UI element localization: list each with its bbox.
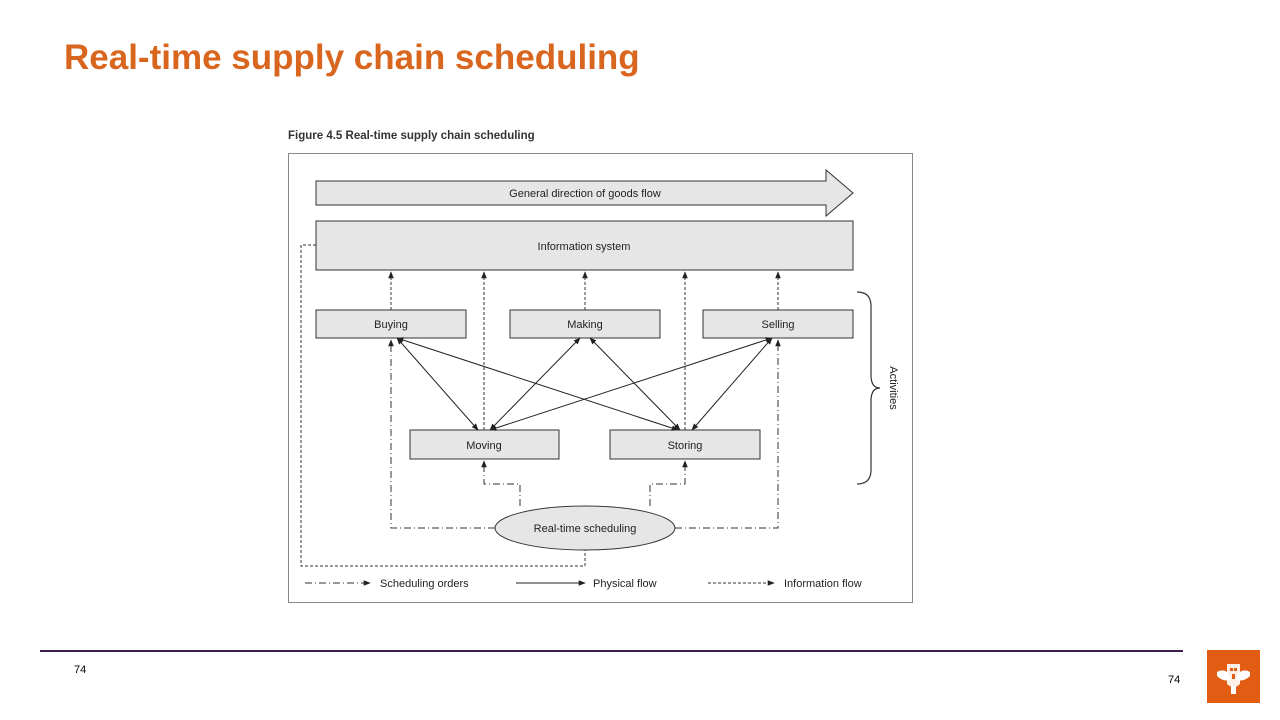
scheduling-order-arrows — [388, 339, 781, 529]
activities-label: Activities — [887, 366, 899, 410]
scheduler-label: Real-time scheduling — [534, 523, 637, 535]
activities-brace — [856, 291, 881, 485]
university-emblem-icon — [1207, 650, 1260, 703]
storing-label: Storing — [668, 440, 703, 452]
legend-physical-label: Physical flow — [593, 578, 657, 590]
legend-scheduling-label: Scheduling orders — [380, 578, 469, 590]
buying-label: Buying — [374, 319, 408, 331]
goods-flow-arrow — [315, 168, 854, 218]
moving-box — [409, 429, 560, 460]
page-number-left: 74 — [74, 664, 87, 676]
information-system-box — [315, 220, 854, 271]
figure-caption: Figure 4.5 Real-time supply chain schedu… — [288, 130, 535, 142]
page-number-right: 74 — [1168, 674, 1181, 686]
legend-information-label: Information flow — [784, 578, 862, 590]
footer-divider — [40, 650, 1183, 652]
selling-box — [702, 309, 854, 339]
moving-label: Moving — [466, 440, 501, 452]
storing-box — [609, 429, 761, 460]
slide-title: Real-time supply chain scheduling — [64, 38, 640, 77]
legend: Scheduling orders Physical flow Informat… — [305, 578, 862, 590]
physical-flow-arrows — [396, 337, 773, 431]
making-label: Making — [567, 319, 602, 331]
selling-label: Selling — [761, 319, 794, 331]
information-system-label: Information system — [538, 241, 631, 253]
buying-box — [315, 309, 467, 339]
goods-flow-label: General direction of goods flow — [509, 188, 661, 200]
